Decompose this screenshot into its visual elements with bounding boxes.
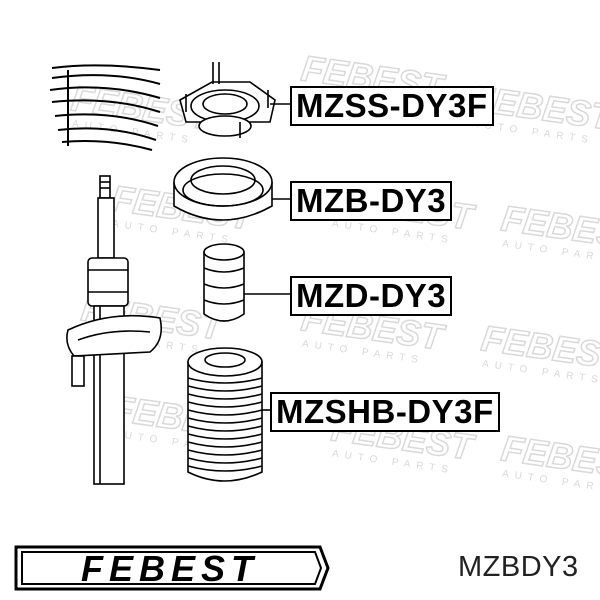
boot-rib — [187, 401, 263, 408]
dust-boot-drawing — [187, 347, 263, 482]
strut-cylinder — [87, 257, 129, 485]
strut-mount-drawing — [179, 62, 276, 138]
boot-rib — [187, 441, 263, 448]
bump-stop-drawing — [203, 243, 245, 322]
boot-rib — [187, 425, 263, 432]
strut-assembly-drawing — [49, 64, 163, 485]
febest-logo: FEBEST — [14, 545, 330, 591]
boot-rib — [187, 409, 263, 416]
part-label-bump-stop: MZD-DY3 — [290, 276, 453, 316]
boot-rib — [187, 385, 263, 392]
article-number: MZBDY3 — [458, 551, 579, 583]
part-label-dust-boot: MZSHB-DY3F — [270, 392, 500, 432]
part-label-bearing: MZB-DY3 — [290, 181, 453, 221]
spring-seat — [66, 314, 163, 387]
coil-spring — [49, 64, 161, 151]
boot-rib — [187, 449, 263, 456]
piston-rod — [97, 175, 115, 259]
part-label-strut-mount: MZSS-DY3F — [290, 86, 494, 126]
boot-rib — [187, 393, 263, 400]
logo-text: FEBEST — [81, 548, 259, 589]
bearing-drawing — [173, 157, 273, 221]
boot-rib — [187, 377, 263, 384]
boot-rib — [187, 417, 263, 424]
boot-rib — [187, 433, 263, 440]
boot-rib — [187, 457, 263, 464]
boot-rib — [187, 465, 263, 472]
